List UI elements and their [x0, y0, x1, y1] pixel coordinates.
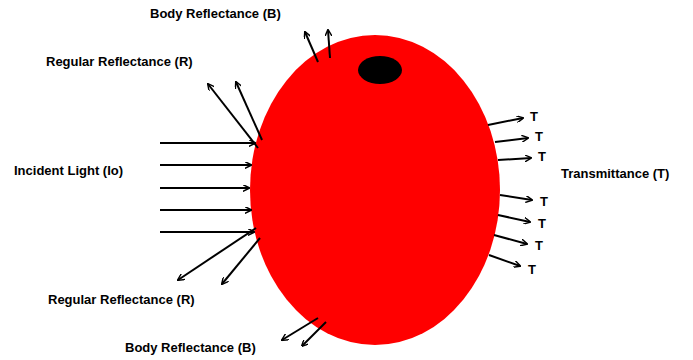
transmittance-mark: T [535, 129, 543, 145]
reflectance-label: Regular Reflectance (R) [48, 292, 195, 308]
transmittance-label: Transmittance (T) [561, 166, 669, 182]
incident-label: Incident Light (Io) [14, 163, 123, 179]
reflectance-label: Body Reflectance (B) [150, 6, 281, 22]
fruit-body [250, 35, 500, 345]
reflectance-label: Regular Reflectance (R) [46, 54, 193, 70]
light-arrows [160, 30, 532, 346]
transmittance-mark: T [535, 238, 543, 254]
transmittance-mark: T [530, 109, 538, 125]
reflectance-label: Body Reflectance (B) [125, 340, 256, 356]
transmittance-mark: T [528, 262, 536, 278]
transmittance-mark: T [538, 216, 546, 232]
fruit-spot [358, 56, 402, 84]
transmittance-mark: T [540, 194, 548, 210]
transmittance-mark: T [538, 149, 546, 165]
